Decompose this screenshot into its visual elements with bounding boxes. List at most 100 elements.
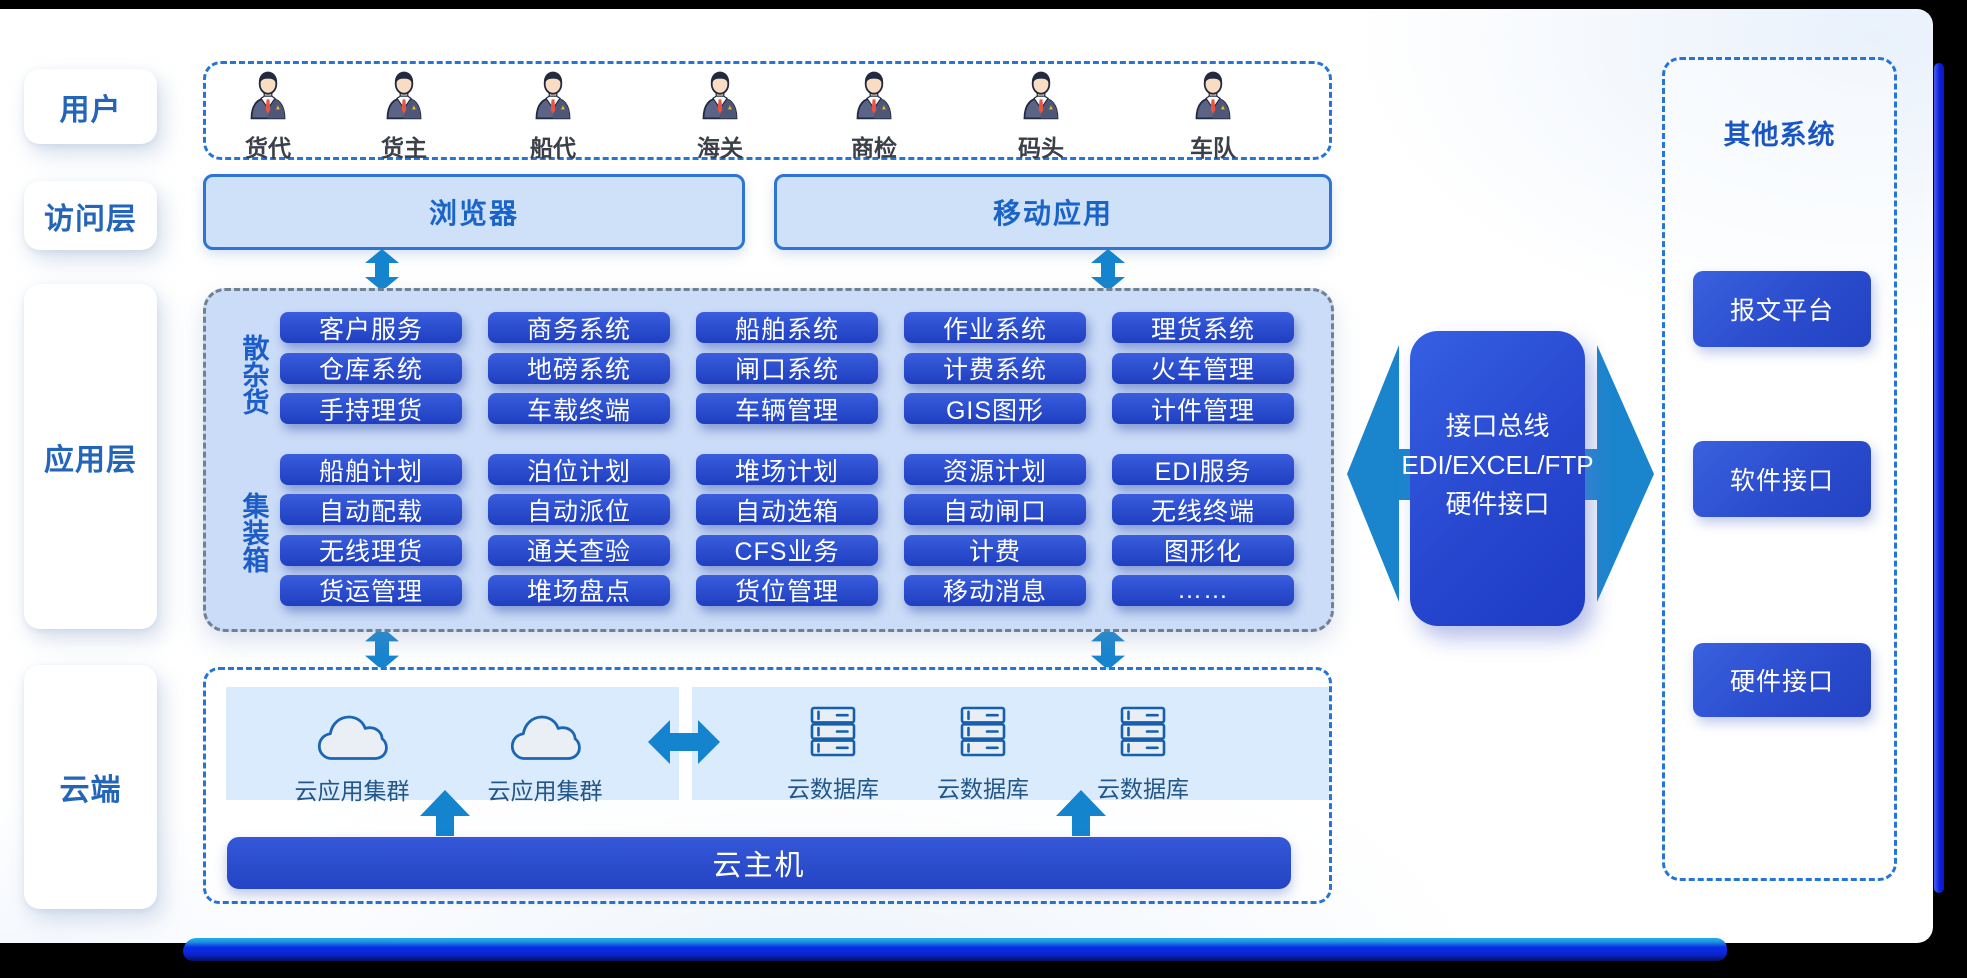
module-pill: 地磅系统 (488, 352, 670, 384)
cloud-host-bar: 云主机 (227, 837, 1291, 889)
other-system-button: 报文平台 (1693, 271, 1871, 347)
interface-bus-line: EDI/EXCEL/FTP (1401, 450, 1594, 480)
user-item: 车队 (1153, 71, 1273, 163)
module-pill: EDI服务 (1112, 454, 1294, 486)
cloud-cluster-label: 云应用集群 (487, 778, 603, 804)
user-item: 商检 (814, 71, 934, 163)
business-person-icon (854, 71, 894, 125)
layer-rail-label: 用户 (24, 69, 157, 144)
double-arrow-vertical-icon (365, 627, 399, 670)
double-arrow-vertical-icon (1091, 627, 1125, 670)
mobile-app-box: 移动应用 (774, 174, 1332, 250)
module-pill: 计费 (904, 534, 1086, 566)
module-pill: 船舶系统 (696, 312, 878, 344)
up-arrow-icon (420, 790, 470, 836)
user-label: 海关 (697, 135, 743, 161)
module-pill: 商务系统 (488, 312, 670, 344)
other-system-button: 软件接口 (1693, 441, 1871, 517)
module-pill: 理货系统 (1112, 312, 1294, 344)
business-person-icon (248, 71, 288, 125)
module-pill: 泊位计划 (488, 454, 670, 486)
group-label-bulk-cargo: 散杂货 (242, 334, 270, 418)
cloud-db-panel: 云数据库 (692, 687, 1329, 802)
module-pill: 图形化 (1112, 534, 1294, 566)
group-label-container: 集装箱 (242, 492, 270, 576)
module-pill: …… (1112, 574, 1294, 606)
module-pill: 计费系统 (904, 352, 1086, 384)
module-pill: 货运管理 (280, 574, 462, 606)
module-pill: 作业系统 (904, 312, 1086, 344)
user-item: 货主 (344, 71, 464, 163)
next-slide-bottom-edge (183, 938, 1727, 961)
double-arrow-vertical-icon (1091, 249, 1125, 291)
business-person-icon (1021, 71, 1061, 125)
database-server-icon (960, 706, 1006, 762)
business-person-icon (700, 71, 740, 125)
up-arrow-icon (1056, 790, 1106, 836)
module-pill: 自动选箱 (696, 494, 878, 526)
layer-rail-label: 云端 (24, 665, 157, 909)
cloud-app-panel: 云应用集群 云应用集群 (226, 687, 679, 804)
slide-canvas: 用户访问层应用层云端 (0, 9, 1933, 943)
layer-rail-label: 应用层 (24, 284, 157, 629)
business-person-icon (533, 71, 573, 125)
cloud-icon (509, 709, 581, 767)
user-label: 船代 (530, 135, 576, 161)
module-pill: 客户服务 (280, 312, 462, 344)
double-arrow-vertical-icon (365, 249, 399, 291)
double-arrow-horizontal-icon (648, 714, 720, 770)
cloud-layer-box: 云应用集群 云应用集群 (203, 667, 1332, 904)
layer-rail-label: 访问层 (24, 181, 157, 250)
module-pill: GIS图形 (904, 393, 1086, 425)
cloud-db-label: 云数据库 (787, 776, 879, 802)
cloud-db-label: 云数据库 (937, 776, 1029, 802)
module-pill: 货位管理 (696, 574, 878, 606)
cloud-db-label: 云数据库 (1097, 776, 1189, 802)
module-pill: 船舶计划 (280, 454, 462, 486)
user-item: 货代 (208, 71, 328, 163)
user-label: 车队 (1190, 135, 1236, 161)
database-server-icon (810, 706, 856, 762)
module-pill: 计件管理 (1112, 393, 1294, 425)
module-pill: 移动消息 (904, 574, 1086, 606)
interface-bus-line: 硬件接口 (1445, 489, 1550, 519)
module-pill: 仓库系统 (280, 352, 462, 384)
module-pill: 资源计划 (904, 454, 1086, 486)
application-layer-box: 散杂货 集装箱 客户服务商务系统船舶系统作业系统理货系统仓库系统地磅系统闸口系统… (203, 288, 1334, 632)
user-label: 商检 (851, 135, 897, 161)
module-pill: 堆场盘点 (488, 574, 670, 606)
module-pill: 闸口系统 (696, 352, 878, 384)
module-pill: 自动配载 (280, 494, 462, 526)
cloud-cluster-item: 云应用集群 (488, 709, 603, 806)
interface-bus-box: 接口总线 EDI/EXCEL/FTP 硬件接口 (1401, 331, 1594, 626)
module-pill: 自动闸口 (904, 494, 1086, 526)
cloud-cluster-item: 云应用集群 (295, 709, 410, 806)
cloud-icon (316, 709, 388, 767)
module-pill: 车辆管理 (696, 393, 878, 425)
bus-left-right-arrows-icon (1340, 338, 1660, 610)
users-box: 货代 货主 (203, 61, 1332, 163)
user-item: 船代 (493, 71, 613, 163)
cloud-db-item: 云数据库 (937, 706, 1029, 804)
bulk-cargo-module-grid: 客户服务商务系统船舶系统作业系统理货系统仓库系统地磅系统闸口系统计费系统火车管理… (280, 312, 1294, 425)
cloud-cluster-label: 云应用集群 (294, 778, 410, 804)
database-server-icon (1120, 706, 1166, 762)
interface-bus-line: 接口总线 (1445, 411, 1550, 441)
other-system-button: 硬件接口 (1693, 643, 1871, 717)
module-pill: 火车管理 (1112, 352, 1294, 384)
business-person-icon (384, 71, 424, 125)
user-label: 码头 (1018, 135, 1064, 161)
module-pill: 无线终端 (1112, 494, 1294, 526)
cloud-db-item: 云数据库 (1097, 706, 1189, 804)
module-pill: 通关查验 (488, 534, 670, 566)
module-pill: CFS业务 (696, 534, 878, 566)
next-slide-right-edge (1934, 63, 1944, 893)
user-item: 海关 (660, 71, 780, 163)
user-item: 码头 (981, 71, 1101, 163)
other-systems-title: 其他系统 (1723, 120, 1836, 150)
module-pill: 自动派位 (488, 494, 670, 526)
other-systems-box: 其他系统 报文平台软件接口硬件接口 (1662, 57, 1897, 881)
business-person-icon (1193, 71, 1233, 125)
